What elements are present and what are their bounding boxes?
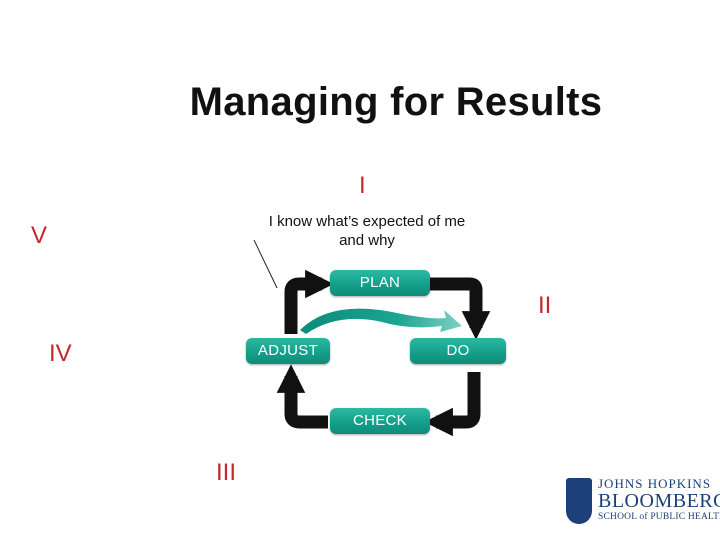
marker-v: V — [31, 222, 48, 249]
callout-text: I know what’s expected of me and why — [268, 213, 466, 249]
marker-ii: II — [538, 292, 552, 319]
arrow-do-to-check — [424, 372, 481, 437]
box-adjust: ADJUST — [246, 338, 330, 364]
arrow-plan-to-do — [430, 277, 491, 340]
logo-line-2: BLOOMBERG — [598, 490, 720, 512]
shield-icon — [566, 478, 592, 524]
arrow-adjust-to-plan — [284, 269, 334, 334]
swoosh-arrow — [300, 308, 462, 334]
university-logo: JOHNS HOPKINS BLOOMBERG SCHOOL of PUBLIC… — [564, 474, 720, 528]
logo-line-1: JOHNS HOPKINS — [598, 476, 712, 491]
box-do: DO — [410, 338, 506, 364]
marker-i: I — [359, 172, 366, 199]
arrow-check-to-adjust — [276, 364, 328, 429]
box-plan: PLAN — [330, 270, 430, 296]
box-check: CHECK — [330, 408, 430, 434]
callout-pointer-line — [253, 239, 278, 289]
marker-iii: III — [216, 459, 237, 486]
marker-iv: IV — [49, 340, 72, 367]
slide-title: Managing for Results — [189, 80, 603, 124]
logo-line-3: SCHOOL of PUBLIC HEALTH — [598, 512, 720, 522]
